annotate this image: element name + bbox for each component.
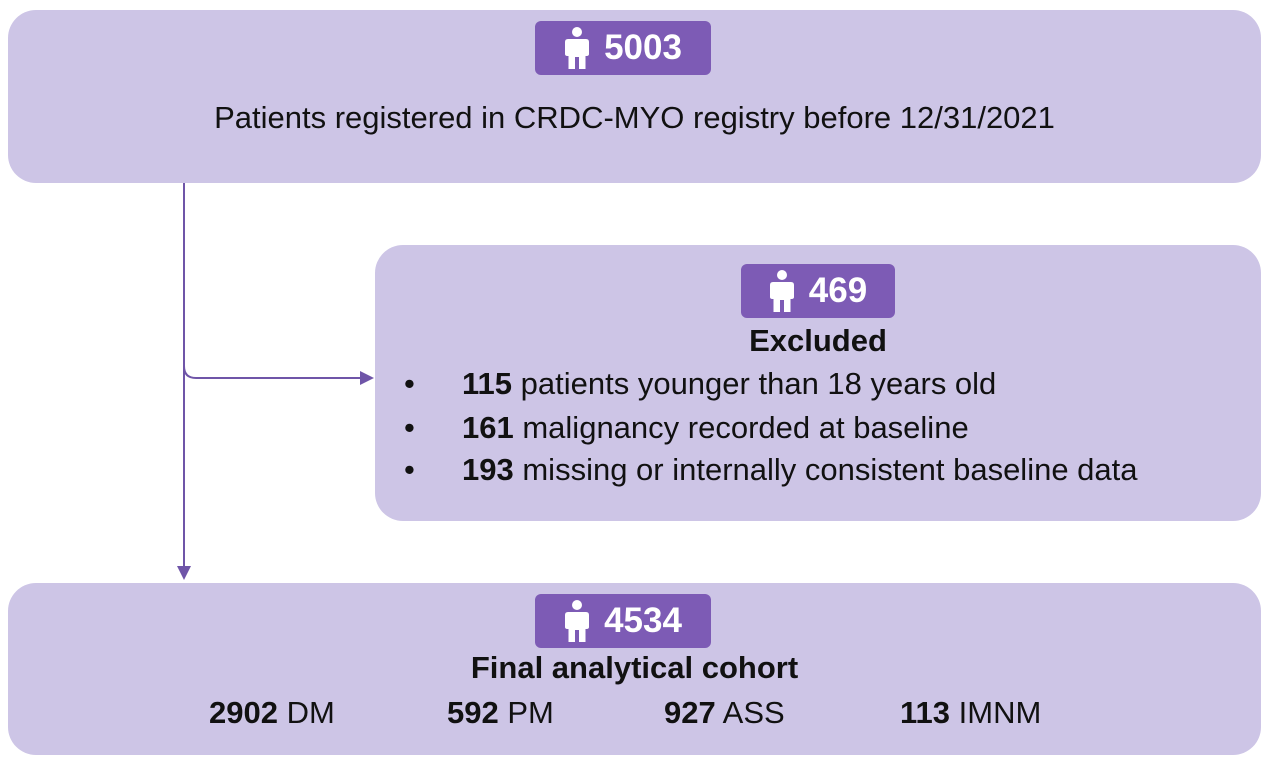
bullet-dot: •	[404, 410, 415, 445]
bullet-dot: •	[404, 452, 415, 487]
subgroup-label: PM	[507, 695, 554, 730]
exclusion-count: 115	[462, 366, 513, 401]
exclusion-reason: patients younger than 18 years old	[520, 366, 997, 401]
exclusion-reason: malignancy recorded at baseline	[522, 410, 969, 445]
arrow-right-to-excluded	[360, 371, 374, 385]
registered-description: Patients registered in CRDC-MYO registry…	[214, 100, 1055, 135]
bullet-dot: •	[404, 366, 415, 401]
final-count-badge: 4534	[535, 594, 711, 648]
arrow-down-to-final	[177, 566, 191, 580]
subgroup-count: 592	[447, 695, 499, 730]
person-icon	[565, 27, 590, 69]
excluded-count-badge: 469	[741, 264, 895, 318]
subgroup-imnm: 113 IMNM	[900, 695, 1041, 731]
subgroup-dm: 2902 DM	[209, 695, 335, 731]
person-icon	[769, 270, 794, 312]
subgroup-ass: 927 ASS	[664, 695, 785, 731]
subgroup-pm: 592 PM	[447, 695, 554, 731]
exclusion-count: 193	[462, 452, 514, 487]
subgroup-label: DM	[286, 695, 335, 730]
subgroup-label: IMNM	[958, 695, 1042, 730]
subgroup-label: ASS	[722, 695, 785, 730]
subgroup-count: 2902	[209, 695, 278, 730]
registered-count: 5003	[604, 28, 682, 67]
branch-line-to-excluded	[183, 365, 362, 379]
final-cohort-title: Final analytical cohort	[470, 650, 799, 685]
registered-count-badge: 5003	[535, 21, 711, 75]
excluded-count: 469	[808, 271, 868, 310]
subgroup-count: 927	[664, 695, 716, 730]
final-count: 4534	[604, 601, 682, 640]
person-icon	[565, 600, 590, 642]
exclusion-count: 161	[462, 410, 514, 445]
subgroup-count: 113	[900, 695, 951, 730]
exclusion-reason: missing or internally consistent baselin…	[522, 452, 1138, 487]
excluded-title: Excluded	[749, 323, 887, 358]
